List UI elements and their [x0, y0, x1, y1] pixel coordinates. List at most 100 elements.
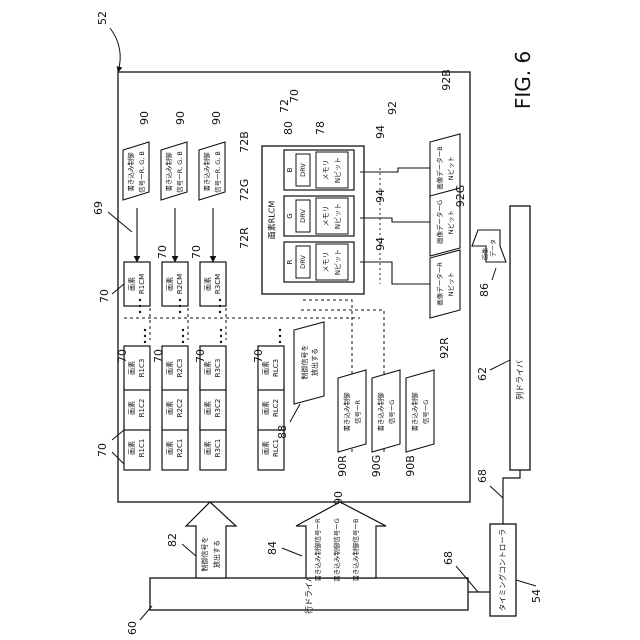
column-driver-block	[510, 206, 530, 470]
emit-signal-label-2: 放出する	[310, 348, 319, 376]
ellipsis-dot	[182, 335, 184, 337]
pixel-label: 画素	[261, 401, 270, 415]
image-data-label: 画像データーR	[435, 262, 444, 306]
memory-label: メモリ	[322, 252, 330, 273]
write-rgb-label-2: 信号ーR, G, B	[213, 151, 222, 193]
subpixel-group: RDRVメモリNビットGDRVメモリNビットBDRVメモリNビット	[284, 150, 354, 282]
image-data-label: 画像データーB	[435, 146, 444, 189]
pixel-code: R2C1	[176, 439, 184, 458]
ellipsis-dot	[179, 311, 181, 313]
pixel-label: 画素	[203, 401, 212, 415]
pixel-label: 画素	[127, 401, 136, 415]
ellipsis-dot	[144, 329, 146, 331]
ref-80: 80	[282, 121, 295, 135]
ref-78: 78	[314, 121, 327, 135]
memory-bits-label: Nビット	[333, 157, 342, 183]
ellipsis-dot	[219, 311, 221, 313]
ref-88: 88	[276, 425, 289, 439]
write-single-label-1: 書き込み制御	[410, 392, 419, 432]
pixel-label: 画素	[165, 277, 174, 291]
ellipsis-dot	[279, 335, 281, 337]
figure-label: FIG. 6	[511, 51, 535, 109]
image-data-bits: Nビット	[446, 272, 455, 296]
pixel-code: R1CM	[138, 274, 146, 294]
ellipsis-dot	[279, 341, 281, 343]
ref-90-a: 90	[138, 111, 151, 125]
pixel-code: RLC1	[272, 439, 280, 457]
pixel-label: 画素	[127, 277, 136, 291]
ellipsis-dot	[139, 299, 141, 301]
ref-94-b: 94	[374, 189, 387, 203]
ref-92: 92	[386, 101, 399, 115]
subpixel-color: G	[286, 213, 294, 218]
ref-72G: 72G	[238, 179, 251, 202]
ref-54: 54	[530, 589, 543, 603]
write-rgb-arrow	[296, 502, 386, 578]
ref-60: 60	[126, 621, 139, 635]
ref-52: 52	[96, 11, 109, 25]
ellipsis-dot	[279, 329, 281, 331]
ellipsis-dot	[179, 299, 181, 301]
emit-signal-box	[294, 322, 324, 404]
ref-86: 86	[478, 283, 491, 297]
write-single-label-1: 書き込み制御	[376, 392, 385, 432]
image-data-label: 画像データーG	[435, 200, 444, 244]
pixel-label: 画素	[261, 441, 270, 455]
ref-90B: 90B	[404, 455, 417, 477]
ref-92R: 92R	[438, 337, 451, 359]
memory-box	[316, 152, 348, 188]
ref-90-b: 90	[174, 111, 187, 125]
write-rgb-label-1: 書き込み制御	[126, 152, 135, 192]
write-r-label: 書き込み制御信号ーR	[313, 518, 322, 582]
drv-label: DRV	[299, 255, 307, 269]
write-rgb-label-2: 信号ーR, G, B	[175, 151, 184, 193]
ref-70-a: 70	[98, 289, 111, 303]
ref-92B: 92B	[440, 69, 453, 91]
ellipsis-dot	[144, 341, 146, 343]
ref-68-b: 68	[476, 469, 489, 483]
ellipsis-dot	[179, 305, 181, 307]
drv-label: DRV	[299, 209, 307, 223]
ellipsis-dot	[139, 305, 141, 307]
pixel-code: R3C1	[214, 439, 222, 458]
ellipsis-dot	[220, 335, 222, 337]
ellipsis-dot	[144, 335, 146, 337]
timing-controller-label: タイミングコントローラ	[497, 529, 507, 612]
ref-72: 72	[278, 99, 291, 113]
pixel-label: 画素	[203, 277, 212, 291]
ref-90R: 90R	[336, 455, 349, 477]
ref-70-d: 70	[116, 349, 129, 363]
image-data-box	[430, 250, 460, 318]
write-rgb-label-1: 書き込み制御	[164, 152, 173, 192]
pixel-label: 画素	[203, 441, 212, 455]
ellipsis-dot	[219, 305, 221, 307]
ref-72R: 72R	[238, 227, 251, 249]
ref-70-f: 70	[194, 349, 207, 363]
write-single-label-2: 信号ーR	[353, 400, 362, 425]
pixel-code: R3C3	[214, 359, 222, 378]
pixel-code: R1C3	[138, 359, 146, 378]
ref-92G: 92G	[454, 185, 467, 208]
emit-control-label-2: 放出する	[212, 540, 221, 568]
pixel-label: 画素	[127, 441, 136, 455]
column-driver-label: 列ドライバ	[515, 360, 525, 400]
write-rgb-label-1: 書き込み制御	[202, 152, 211, 192]
image-data-blocks: 画像データーBNビット画像データーGNビット画像データーRNビット	[430, 134, 460, 318]
memory-box	[316, 198, 348, 234]
ref-62: 62	[476, 367, 489, 381]
ref-90-c: 90	[210, 111, 223, 125]
pixel-label: 画素	[165, 441, 174, 455]
ref-84: 84	[266, 541, 279, 555]
write-rgb-signals: 書き込み制御信号ーR, G, B書き込み制御信号ーR, G, B書き込み制御信号…	[123, 142, 225, 200]
ellipsis-dot	[182, 329, 184, 331]
drv-label: DRV	[299, 163, 307, 177]
image-data-bits: Nビット	[446, 156, 455, 180]
pixel-rlcm-label: 画素RLCM	[267, 201, 277, 240]
subpixel-color: B	[286, 167, 294, 172]
memory-bits-label: Nビット	[333, 249, 342, 275]
emit-control-arrow	[186, 502, 236, 578]
image-data-label-1: 画像	[482, 248, 490, 260]
pixel-code: R3C2	[214, 399, 222, 418]
ref-90-d: 90	[332, 491, 345, 505]
